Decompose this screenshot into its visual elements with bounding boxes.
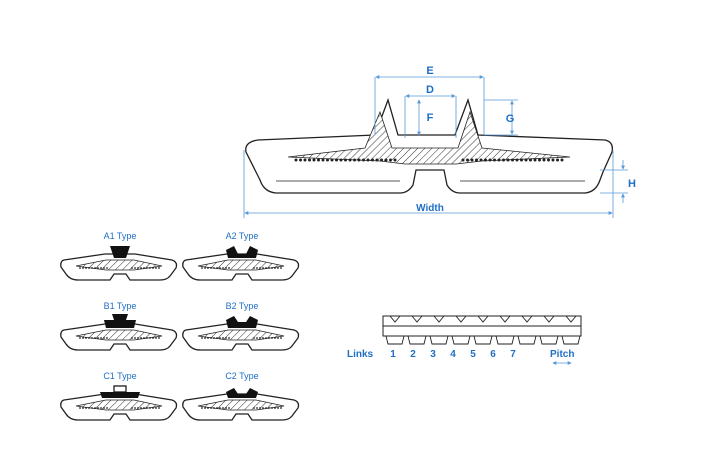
type-variant-3: B1 Type (60, 301, 178, 351)
type-label: A1 Type (104, 231, 137, 241)
variant-guide (110, 246, 130, 258)
variant-guide (226, 246, 258, 258)
label-f: F (427, 112, 434, 124)
link-lug (407, 335, 427, 345)
link-number: 3 (430, 349, 436, 360)
variant-guide (226, 316, 258, 328)
dimension-e: E (374, 65, 485, 135)
link-lug (539, 335, 559, 345)
label-d: D (426, 84, 434, 96)
type-variant-2: A2 Type (182, 231, 300, 281)
dimension-d: D (404, 84, 457, 138)
dimension-g: G (484, 99, 518, 136)
type-label: B1 Type (104, 301, 137, 311)
label-h: H (628, 178, 636, 190)
link-number: 6 (490, 349, 496, 360)
link-lug (385, 335, 405, 345)
variant-guide (100, 385, 140, 398)
pitch-indicator: Pitch (550, 349, 574, 365)
link-lug (473, 335, 493, 345)
type-variant-6: C2 Type (182, 371, 300, 421)
links-label: Links (347, 349, 374, 360)
link-number: 2 (410, 349, 416, 360)
dimension-width: Width (243, 150, 614, 218)
link-lug (517, 335, 537, 345)
label-e: E (426, 65, 433, 77)
variant-guide (104, 314, 136, 328)
type-variant-1: A1 Type (60, 231, 178, 281)
steel-cords (294, 158, 564, 162)
type-label: C2 Type (225, 371, 258, 381)
variant-guide (226, 388, 258, 398)
pitch-label: Pitch (550, 349, 574, 360)
track-pad-outline (245, 97, 613, 194)
label-g: G (506, 113, 515, 125)
side-view: Links 1 2 3 4 5 6 7 Pitch (347, 315, 582, 365)
main-cross-section (245, 97, 613, 194)
dimension-h: H (600, 160, 636, 203)
type-variant-4: B2 Type (182, 301, 300, 351)
link-lug (561, 335, 581, 345)
link-number: 5 (470, 349, 476, 360)
type-label: A2 Type (226, 231, 259, 241)
type-label: B2 Type (226, 301, 259, 311)
steel-core (287, 110, 571, 165)
type-variant-5: C1 Type (60, 371, 178, 421)
link-lug (451, 335, 471, 345)
link-number: 1 (390, 349, 396, 360)
type-label: C1 Type (103, 371, 136, 381)
link-number: 7 (510, 349, 516, 360)
label-width: Width (416, 203, 444, 214)
link-lug (429, 335, 449, 345)
link-lug (495, 335, 515, 345)
type-variants: A1 Type A2 Type B1 Type B2 Type C1 Type C2 Ty… (60, 231, 300, 421)
link-number: 4 (450, 349, 456, 360)
dimension-f: F (417, 99, 434, 136)
